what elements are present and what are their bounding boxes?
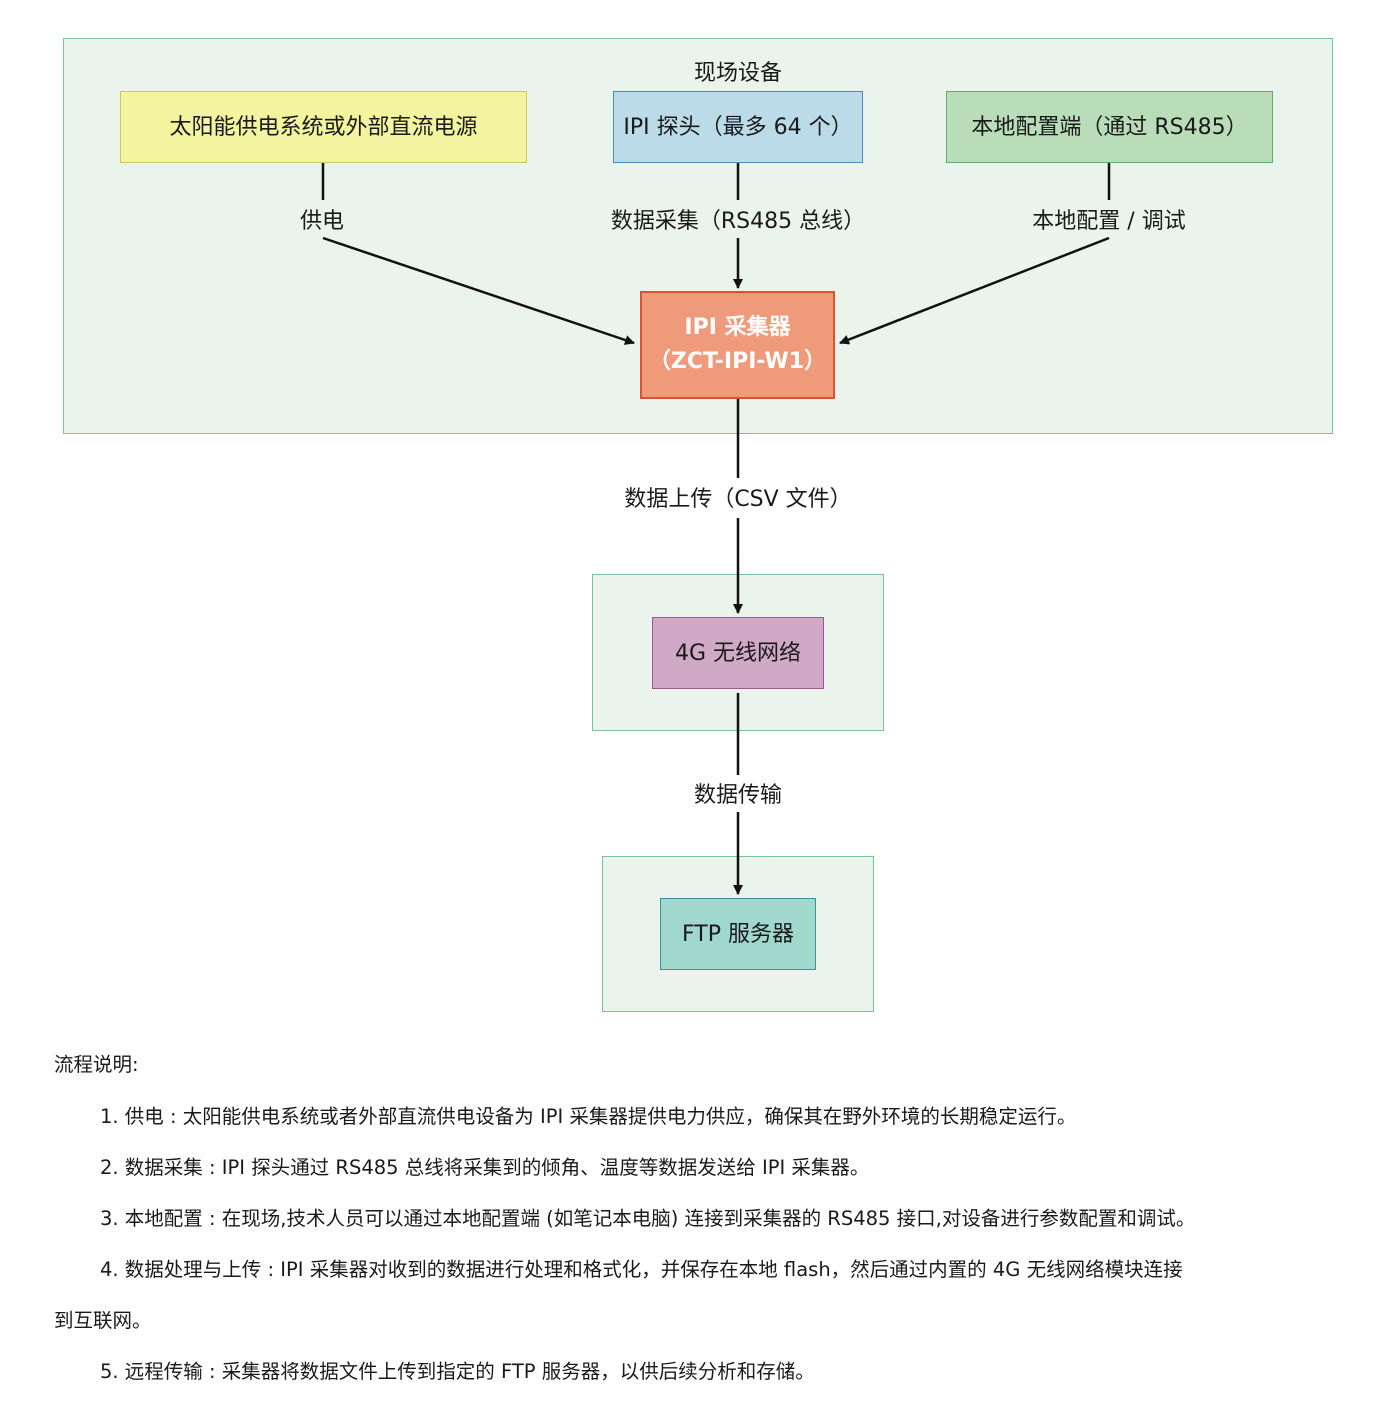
node-ipi-probe: IPI 探头（最多 64 个） (613, 91, 863, 163)
node-local-config-label: 本地配置端（通过 RS485） (971, 114, 1248, 140)
note-item-3: 3. 本地配置 : 在现场,技术人员可以通过本地配置端 (如笔记本电脑) 连接到… (100, 1207, 1196, 1230)
group-field-devices-title: 现场设备 (693, 61, 783, 86)
node-local-config: 本地配置端（通过 RS485） (946, 91, 1273, 163)
edge-label-data-upload: 数据上传（CSV 文件） (624, 487, 852, 512)
node-4g-network: 4G 无线网络 (652, 617, 824, 689)
node-power-source: 太阳能供电系统或外部直流电源 (120, 91, 527, 163)
notes-title: 流程说明: (54, 1053, 139, 1076)
edge-label-power: 供电 (299, 209, 345, 234)
note-item-4: 4. 数据处理与上传 : IPI 采集器对收到的数据进行处理和格式化，并保存在本… (100, 1258, 1183, 1281)
node-ipi-probe-label: IPI 探头（最多 64 个） (623, 114, 853, 140)
note-item-2: 2. 数据采集 : IPI 探头通过 RS485 总线将采集到的倾角、温度等数据… (100, 1156, 870, 1179)
edge-label-data-transfer: 数据传输 (693, 783, 783, 808)
node-ftp-server: FTP 服务器 (660, 898, 816, 970)
node-4g-network-label: 4G 无线网络 (674, 640, 802, 666)
note-item-4-continued: 到互联网。 (54, 1309, 152, 1332)
node-power-source-label: 太阳能供电系统或外部直流电源 (169, 114, 478, 140)
node-ipi-collector-model: （ZCT-IPI-W1） (648, 349, 827, 374)
edge-label-local-config: 本地配置 / 调试 (1032, 209, 1186, 234)
edge-label-data-collection: 数据采集（RS485 总线） (610, 209, 866, 234)
note-item-1: 1. 供电 : 太阳能供电系统或者外部直流供电设备为 IPI 采集器提供电力供应… (100, 1105, 1077, 1128)
node-ftp-server-label: FTP 服务器 (682, 921, 794, 947)
note-item-5: 5. 远程传输 : 采集器将数据文件上传到指定的 FTP 服务器，以供后续分析和… (100, 1360, 815, 1383)
node-ipi-collector-name: IPI 采集器 (684, 314, 791, 340)
node-ipi-collector: IPI 采集器 （ZCT-IPI-W1） (640, 291, 835, 399)
